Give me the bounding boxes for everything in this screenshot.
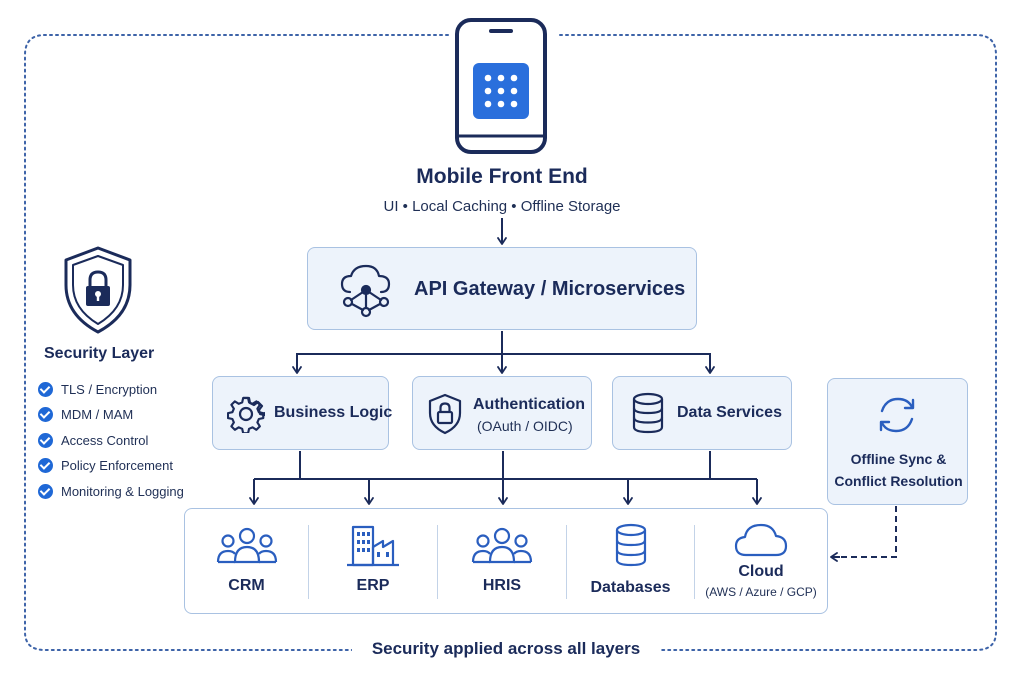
security-item: Monitoring & Logging [38, 481, 184, 501]
divider [308, 525, 309, 599]
offline-sync-box: Offline Sync & Conflict Resolution [827, 378, 968, 505]
api-gateway-box: API Gateway / Microservices [307, 247, 697, 330]
security-item-label: Access Control [61, 432, 149, 448]
security-item-label: Policy Enforcement [61, 457, 173, 473]
divider [437, 525, 438, 599]
cloud-providers: (AWS / Azure / GCP) [705, 585, 817, 599]
conflict-resolution-label: Conflict Resolution [834, 473, 963, 489]
security-frame-border [24, 34, 449, 651]
cloud-label: Cloud [738, 563, 784, 580]
system-crm: CRM [185, 525, 308, 595]
business-logic-label: Business Logic [274, 404, 393, 421]
security-item: MDM / MAM [38, 404, 133, 424]
arrow-services-to-systems [249, 451, 762, 505]
system-hris: HRIS [438, 525, 566, 595]
security-item-label: TLS / Encryption [61, 381, 158, 397]
gear-icon [227, 395, 265, 433]
security-item: Access Control [38, 430, 148, 450]
cloud-icon [734, 521, 788, 559]
mobile-features: UI • Local Caching • Offline Storage [383, 198, 621, 215]
security-item-label: MDM / MAM [61, 406, 134, 422]
divider [694, 525, 695, 599]
databases-label: Databases [590, 579, 671, 596]
sync-icon [875, 393, 919, 437]
security-item-label: Monitoring & Logging [61, 483, 184, 499]
arrow-sync-to-systems [830, 506, 897, 562]
lock-shield-icon [427, 393, 463, 435]
data-services-label: Data Services [677, 404, 782, 421]
backend-systems-box: CRM ERP [184, 508, 828, 614]
users-icon [471, 525, 533, 565]
database-icon [614, 523, 648, 567]
cloud-network-icon [336, 260, 396, 320]
check-icon [38, 483, 53, 499]
hris-label: HRIS [482, 577, 522, 594]
api-gateway-label: API Gateway / Microservices [414, 278, 686, 300]
users-icon [216, 525, 278, 565]
authentication-protocols: (OAuth / OIDC) [477, 418, 573, 434]
security-item: Policy Enforcement [38, 455, 173, 475]
mobile-phone-icon [455, 18, 547, 154]
crm-label: CRM [228, 577, 265, 594]
check-icon [38, 406, 53, 422]
footer-caption: Security applied across all layers [352, 639, 660, 659]
offline-sync-label: Offline Sync & [850, 451, 947, 467]
factory-icon [345, 523, 401, 567]
authentication-box: Authentication (OAuth / OIDC) [412, 376, 592, 450]
security-shield-icon [62, 245, 134, 335]
check-icon [38, 457, 53, 473]
divider [566, 525, 567, 599]
system-databases: Databases [567, 523, 694, 597]
check-icon [38, 432, 53, 448]
security-layer-title: Security Layer [44, 345, 155, 362]
erp-label: ERP [356, 577, 390, 594]
check-icon [38, 381, 53, 397]
security-item: TLS / Encryption [38, 379, 157, 399]
arrow-gateway-to-services [292, 331, 715, 374]
mobile-front-end-title: Mobile Front End [416, 165, 588, 188]
database-icon [631, 392, 665, 434]
authentication-label: Authentication [473, 396, 585, 413]
business-logic-box: Business Logic [212, 376, 393, 450]
system-cloud: Cloud (AWS / Azure / GCP) [695, 521, 827, 599]
data-services-box: Data Services [612, 376, 792, 450]
system-erp: ERP [309, 523, 437, 595]
